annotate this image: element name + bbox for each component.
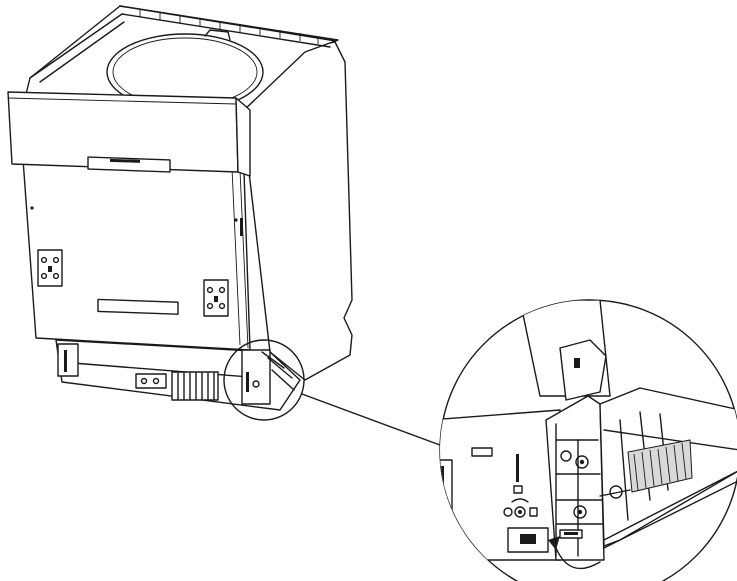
left-door-bracket [37, 249, 63, 287]
side-panel [241, 41, 353, 381]
adjustment-bracket [545, 395, 605, 561]
base-plinth [55, 339, 301, 411]
top-rim-ribs [29, 5, 337, 83]
dishwasher-body [7, 5, 353, 411]
detail-source-circle [223, 339, 305, 421]
detail-callout [223, 299, 737, 581]
door-handle-recess [87, 156, 171, 173]
lower-slot [97, 298, 179, 315]
base-grille [171, 371, 219, 401]
right-door-bracket [203, 279, 229, 317]
detail-leader-line [301, 393, 449, 449]
spring [627, 439, 693, 493]
rotate-arrow-icon [548, 536, 601, 570]
